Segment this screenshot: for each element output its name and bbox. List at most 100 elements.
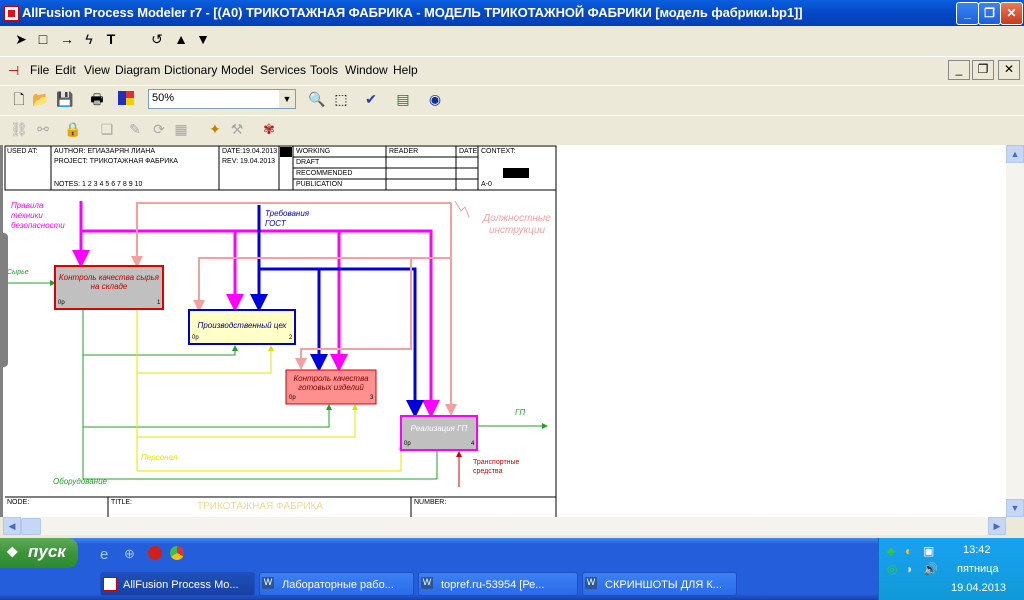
opera-icon[interactable] [148,546,162,560]
open-icon[interactable]: 📂 [32,91,50,107]
scroll-right-icon[interactable]: ▶ [988,517,1006,535]
recommended-label: RECOMMENDED [296,170,353,177]
grid-icon: ▦ [174,121,188,137]
undo-icon[interactable]: ↺ [151,31,163,47]
close-button[interactable]: ✕ [1000,2,1023,25]
chevron-down-icon[interactable]: ▼ [279,90,295,108]
mdi-restore-button[interactable]: ❐ [972,60,994,80]
task-allfusion[interactable]: AllFusion Process Mo... [100,572,255,596]
spellcheck-icon[interactable]: ✔ [365,91,377,107]
print-icon[interactable]: 🖶 [90,91,104,107]
zoom-select[interactable]: 50% ▼ [148,89,296,109]
link-icon: ⛓ [10,121,28,137]
windows-logo-icon: ❖ [6,544,19,560]
users-icon[interactable]: ✾ [263,121,275,137]
mdi-close-button[interactable]: ✕ [998,60,1020,80]
menu-window[interactable]: Window [345,63,388,77]
box-4-label[interactable]: Реализация ГП [410,424,468,433]
show-desktop-icon[interactable]: ⊕ [124,546,135,561]
horizontal-scrollbar[interactable]: ◀ ▶ [3,517,1006,535]
box-4-cost: 0р [404,441,411,447]
arrow-label-staff[interactable]: Персонал [141,453,178,462]
box-tool-icon[interactable]: □ [38,31,48,47]
draft-label: DRAFT [296,159,320,166]
clock-time[interactable]: 13:42 [963,544,991,556]
start-button[interactable]: ❖ пуск [0,538,78,568]
reports-icon[interactable]: ◉ [428,91,442,107]
node-label: NODE: [7,499,30,506]
tray-misc-icon[interactable]: ◑ [905,562,913,576]
menu-model[interactable]: Model [221,63,254,77]
text-tool-icon[interactable]: T [106,31,116,47]
menu-services[interactable]: Services [260,63,307,77]
app-logo-icon [4,6,19,21]
idef0-diagram [4,145,557,517]
used-at-label: USED AT: [7,148,38,155]
up-icon[interactable]: ▲ [174,31,188,47]
menu-edit[interactable]: Edit [55,63,76,77]
arrow-label-transport[interactable]: Транспортные средства [473,459,520,475]
box-2-label[interactable]: Производственный цех [197,321,287,330]
start-label: пуск [28,542,66,561]
standard-toolbar: 🗋 📂 💾 🖶 50% ▼ 🔍 ⬚ ✔ ▤ ◉ [0,85,1024,114]
volume-icon[interactable]: 🔊 [923,562,938,576]
scroll-thumb[interactable] [21,518,41,535]
model-explorer-icon[interactable]: ▤ [396,91,410,107]
arrow-label-equipment[interactable]: Оборудование [53,477,107,486]
arrow-tool-icon[interactable]: → [60,31,74,47]
save-icon[interactable]: 💾 [56,91,74,107]
tray-app-icon[interactable]: ♣ [887,544,895,558]
box-1-label[interactable]: Контроль качества сырья на складе [58,273,160,291]
menu-diagram[interactable]: Diagram [115,63,161,77]
side-panel-handle[interactable] [0,233,8,367]
context-label: CONTEXT: [481,148,516,155]
unlink-icon: ⚯ [37,121,49,137]
publication-label: PUBLICATION [296,181,343,188]
edit-icon: ✎ [129,121,141,137]
maximize-button[interactable]: ❐ [978,2,1001,25]
task-allfusion-label: AllFusion Process Mo... [123,579,239,591]
pointer-tool-icon[interactable]: ➤ [15,31,27,47]
project-label: PROJECT: ТРИКОТАЖНАЯ ФАБРИКА [54,158,178,165]
arrow-label-job-instructions[interactable]: Должностные инструкции [483,213,551,236]
menu-file[interactable]: File [30,63,50,77]
menu-dictionary[interactable]: Dictionary [164,63,218,77]
lightbulb-icon[interactable]: ✦ [209,121,221,137]
squiggle-tool-icon[interactable]: ϟ [85,31,93,47]
down-icon[interactable]: ▼ [196,31,210,47]
zoom-in-icon[interactable]: 🔍 [308,91,326,107]
color-icon[interactable] [118,91,134,105]
minimize-button[interactable]: _ [956,2,979,25]
tray-update-icon[interactable]: ◎ [887,562,898,576]
arrow-label-gost[interactable]: Требования ГОСТ [265,209,310,228]
tray-window-icon[interactable]: ▣ [923,544,935,558]
window-title: AllFusion Process Modeler r7 - [(A0) ТРИ… [22,5,803,20]
menu-help[interactable]: Help [393,63,418,77]
zoom-fit-icon[interactable]: ⬚ [334,91,348,107]
arrow-label-raw[interactable]: Сырье [7,269,29,276]
box-1-cost: 0р [58,300,65,306]
date-label: DATE:19.04.2013 [222,148,278,155]
title-bar: AllFusion Process Modeler r7 - [(A0) ТРИ… [0,0,1024,26]
scroll-down-icon[interactable]: ▼ [1006,499,1024,517]
task-topref[interactable]: topref.ru-53954 [Ре... [418,572,578,596]
task-lab-works[interactable]: Лабораторные рабо... [259,572,414,596]
box-2-number: 2 [289,335,293,341]
vertical-scrollbar[interactable]: ▲ ▼ [1006,145,1024,517]
menu-view[interactable]: View [84,63,110,77]
arrow-label-safety[interactable]: Правила техники безопасности [11,201,65,230]
scroll-left-icon[interactable]: ◀ [3,517,21,535]
ie-icon[interactable]: e [100,546,109,563]
box-2-cost: 0р [192,335,199,341]
mdi-minimize-button[interactable]: _ [948,60,970,80]
chrome-icon[interactable] [170,546,184,560]
new-icon[interactable]: 🗋 [13,91,25,107]
zoom-value: 50% [152,92,175,104]
scroll-up-icon[interactable]: ▲ [1006,145,1024,163]
arrow-label-gp[interactable]: ГП [515,408,526,417]
task-screenshots[interactable]: СКРИНШОТЫ ДЛЯ К... [582,572,737,596]
tray-network-icon[interactable]: ◐ [905,544,913,558]
diagram-canvas[interactable]: USED AT: AUTHOR: ЕГИАЗАРЯН ЛИАНА PROJECT… [0,145,1009,517]
box-3-label[interactable]: Контроль качества готовых изделий [293,374,369,392]
menu-tools[interactable]: Tools [310,63,339,77]
